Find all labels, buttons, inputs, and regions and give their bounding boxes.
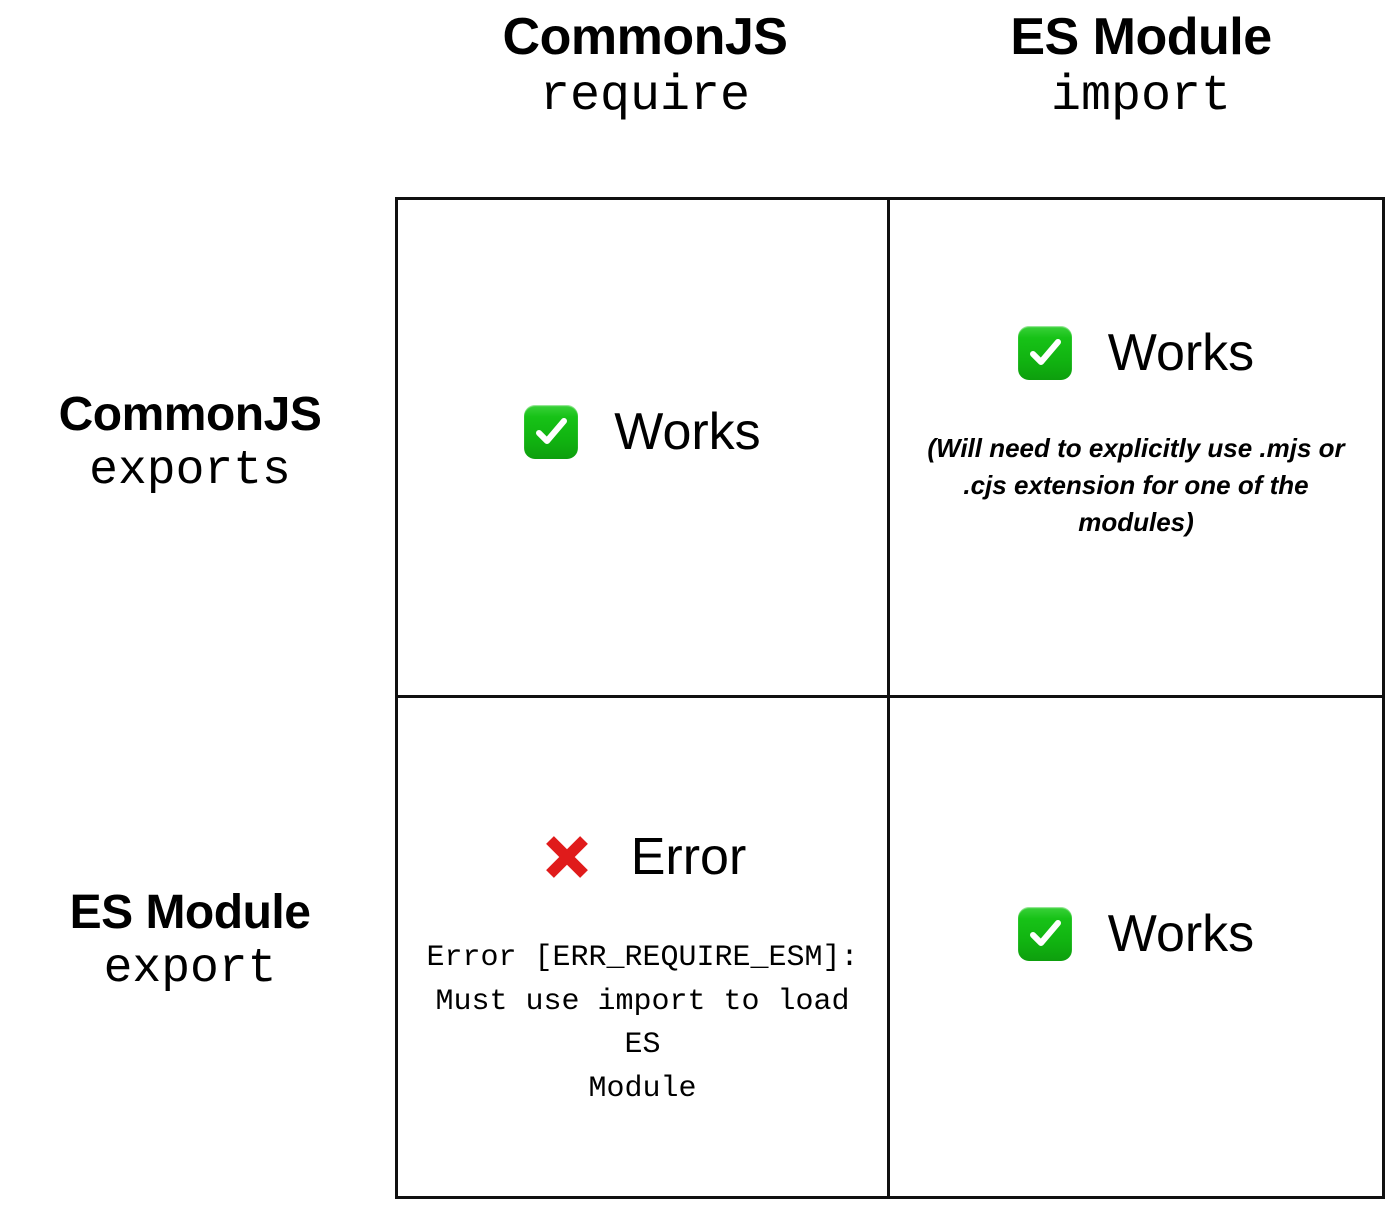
green-check-icon (524, 405, 579, 459)
column-header-subtitle: import (1050, 67, 1232, 125)
red-x-icon (539, 829, 595, 885)
status-row: Works (1017, 324, 1255, 382)
status-label: Works (1107, 905, 1255, 963)
compatibility-matrix-grid: Works Works (Will need to explicitly use… (395, 197, 1385, 1199)
matrix-cell-commonjs-exports-import: Works (Will need to explicitly use .mjs … (890, 200, 1382, 698)
column-header-subtitle: require (539, 67, 751, 125)
column-header-title: ES Module (1010, 8, 1272, 66)
column-header-commonjs-require: CommonJS require (395, 10, 895, 123)
matrix-cell-commonjs-exports-require: Works (398, 200, 890, 698)
green-check-icon (1017, 326, 1072, 380)
column-header-esmodule-import: ES Module import (896, 10, 1386, 123)
matrix-cell-esmodule-export-import: Works (890, 698, 1382, 1196)
green-check-icon (1017, 907, 1072, 961)
row-header-subtitle: export (103, 942, 277, 997)
status-label: Error (630, 828, 747, 886)
status-row: Error (539, 828, 747, 886)
status-row: Works (1017, 905, 1255, 963)
matrix-cell-esmodule-export-require: Error Error [ERR_REQUIRE_ESM]: Must use … (398, 698, 890, 1196)
column-header-title: CommonJS (502, 8, 788, 66)
row-header-commonjs-exports: CommonJS exports (0, 388, 380, 499)
row-header-subtitle: exports (89, 444, 291, 499)
row-header-esmodule-export: ES Module export (0, 886, 380, 997)
cell-error-message: Error [ERR_REQUIRE_ESM]: Must use import… (426, 941, 859, 1106)
row-header-title: ES Module (69, 886, 311, 939)
status-row: Works (524, 403, 761, 461)
status-label: Works (1107, 324, 1255, 382)
cell-note: (Will need to explicitly use .mjs or .cj… (927, 433, 1345, 537)
status-label: Works (614, 403, 761, 461)
row-header-title: CommonJS (58, 388, 322, 441)
